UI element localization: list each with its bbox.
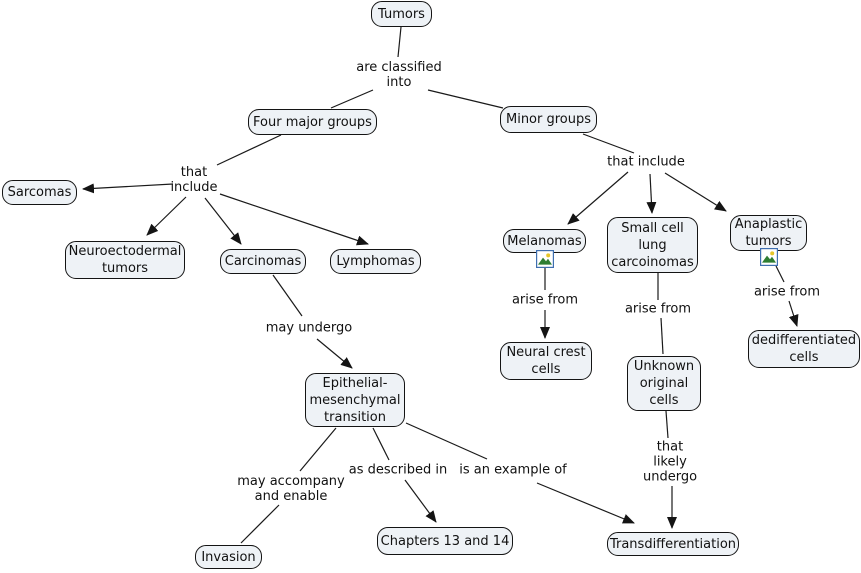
- node-tumors[interactable]: Tumors: [371, 1, 432, 27]
- node-anaplastic-tumors[interactable]: Anaplastic tumors: [730, 215, 807, 267]
- node-invasion[interactable]: Invasion: [195, 545, 262, 569]
- linking-phrase-may-accompany-and-enable[interactable]: may accompany and enable: [237, 474, 345, 504]
- node-carcinomas[interactable]: Carcinomas: [220, 249, 306, 274]
- node-label: Anaplastic tumors: [734, 217, 803, 249]
- node-label: Unknown original cells: [633, 359, 695, 408]
- node-label: dedifferentiated cells: [751, 333, 857, 365]
- node-label: Transdifferentiation: [609, 536, 737, 552]
- linking-phrase-as-described-in[interactable]: as described in: [348, 462, 448, 478]
- linking-phrase-may-undergo[interactable]: may undergo: [265, 320, 353, 336]
- linking-phrase-is-an-example-of[interactable]: is an example of: [459, 462, 567, 478]
- node-dedifferentiated-cells[interactable]: dedifferentiated cells: [748, 330, 860, 368]
- node-label: Invasion: [201, 549, 256, 565]
- image-icon[interactable]: [535, 249, 554, 269]
- node-label: Carcinomas: [224, 254, 302, 269]
- node-label: Neural crest cells: [506, 345, 586, 377]
- node-neuroectodermal-tumors[interactable]: Neuroectodermal tumors: [65, 241, 185, 279]
- image-icon[interactable]: [759, 247, 778, 267]
- node-four-major-groups[interactable]: Four major groups: [248, 109, 377, 135]
- node-melanomas[interactable]: Melanomas: [503, 229, 586, 269]
- linking-phrase-that-likely-undergo[interactable]: that likely undergo: [642, 439, 698, 485]
- node-label: Neuroectodermal tumors: [68, 244, 182, 276]
- node-epithelial-mesenchymal-transition[interactable]: Epithelial- mesenchymal transition: [305, 373, 405, 427]
- node-label: Four major groups: [253, 114, 372, 130]
- node-neural-crest-cells[interactable]: Neural crest cells: [500, 342, 592, 380]
- node-small-cell-lung-carcoinomas[interactable]: Small cell lung carcoinomas: [607, 217, 698, 273]
- node-label: Sarcomas: [7, 185, 72, 200]
- node-minor-groups[interactable]: Minor groups: [500, 106, 597, 133]
- node-label: Lymphomas: [336, 254, 415, 269]
- linking-phrase-arise-from-melanomas[interactable]: arise from: [511, 292, 579, 308]
- node-label: Chapters 13 and 14: [380, 533, 510, 549]
- node-label: Epithelial- mesenchymal transition: [309, 375, 401, 425]
- node-label: Tumors: [378, 6, 425, 22]
- linking-phrase-arise-from-smallcell[interactable]: arise from: [624, 301, 692, 317]
- node-label: Small cell lung carcoinomas: [611, 220, 694, 270]
- linking-phrase-arise-from-anaplastic[interactable]: arise from: [753, 284, 821, 300]
- linking-phrase-that-include-left[interactable]: that include: [170, 165, 218, 195]
- node-unknown-original-cells[interactable]: Unknown original cells: [627, 356, 701, 411]
- node-chapters-13-and-14[interactable]: Chapters 13 and 14: [377, 527, 513, 555]
- node-transdifferentiation[interactable]: Transdifferentiation: [607, 532, 739, 556]
- linking-phrase-that-include-right[interactable]: that include: [607, 154, 685, 170]
- node-sarcomas[interactable]: Sarcomas: [2, 180, 77, 205]
- node-label: Minor groups: [505, 112, 592, 127]
- node-lymphomas[interactable]: Lymphomas: [330, 249, 421, 274]
- node-label: Melanomas: [507, 233, 582, 249]
- linking-phrase-are-classified-into[interactable]: are classified into: [356, 60, 442, 90]
